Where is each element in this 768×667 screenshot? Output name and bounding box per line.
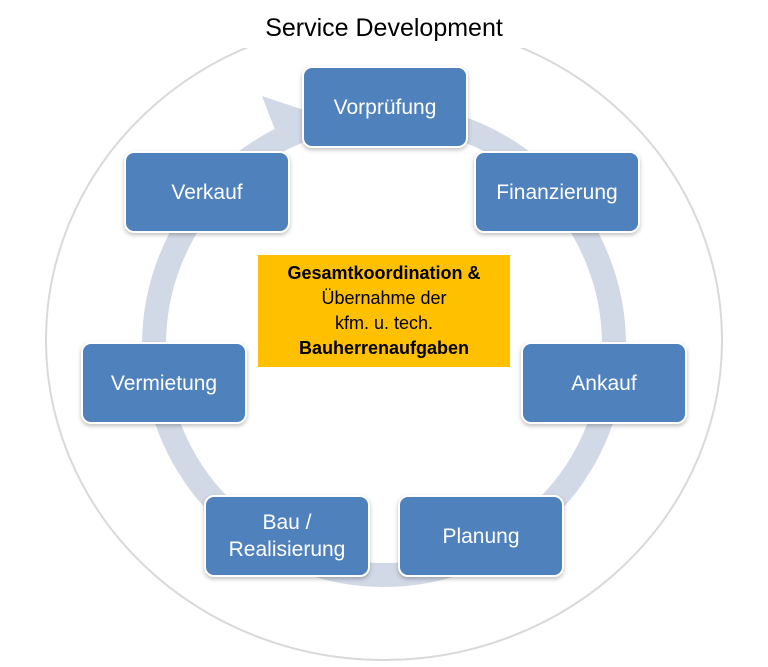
center-line-2: Übernahme der xyxy=(321,288,447,308)
diagram-title: Service Development xyxy=(236,8,532,48)
stage-planung: Planung xyxy=(398,495,564,577)
center-coordination-box: Gesamtkoordination & Übernahme der kfm. … xyxy=(258,255,510,367)
stage-finanzierung: Finanzierung xyxy=(474,151,640,233)
center-line-1: Gesamtkoordination & xyxy=(287,263,481,283)
stage-vorpruefung: Vorprüfung xyxy=(302,66,468,148)
center-line-3: kfm. u. tech. xyxy=(334,313,434,333)
stage-verkauf: Verkauf xyxy=(124,151,290,233)
stage-bau-realisierung: Bau / Realisierung xyxy=(204,495,370,577)
center-line-4: Bauherrenaufgaben xyxy=(298,338,470,358)
stage-vermietung: Vermietung xyxy=(81,342,247,424)
cycle-arrowhead xyxy=(262,96,310,148)
stage-ankauf: Ankauf xyxy=(521,342,687,424)
